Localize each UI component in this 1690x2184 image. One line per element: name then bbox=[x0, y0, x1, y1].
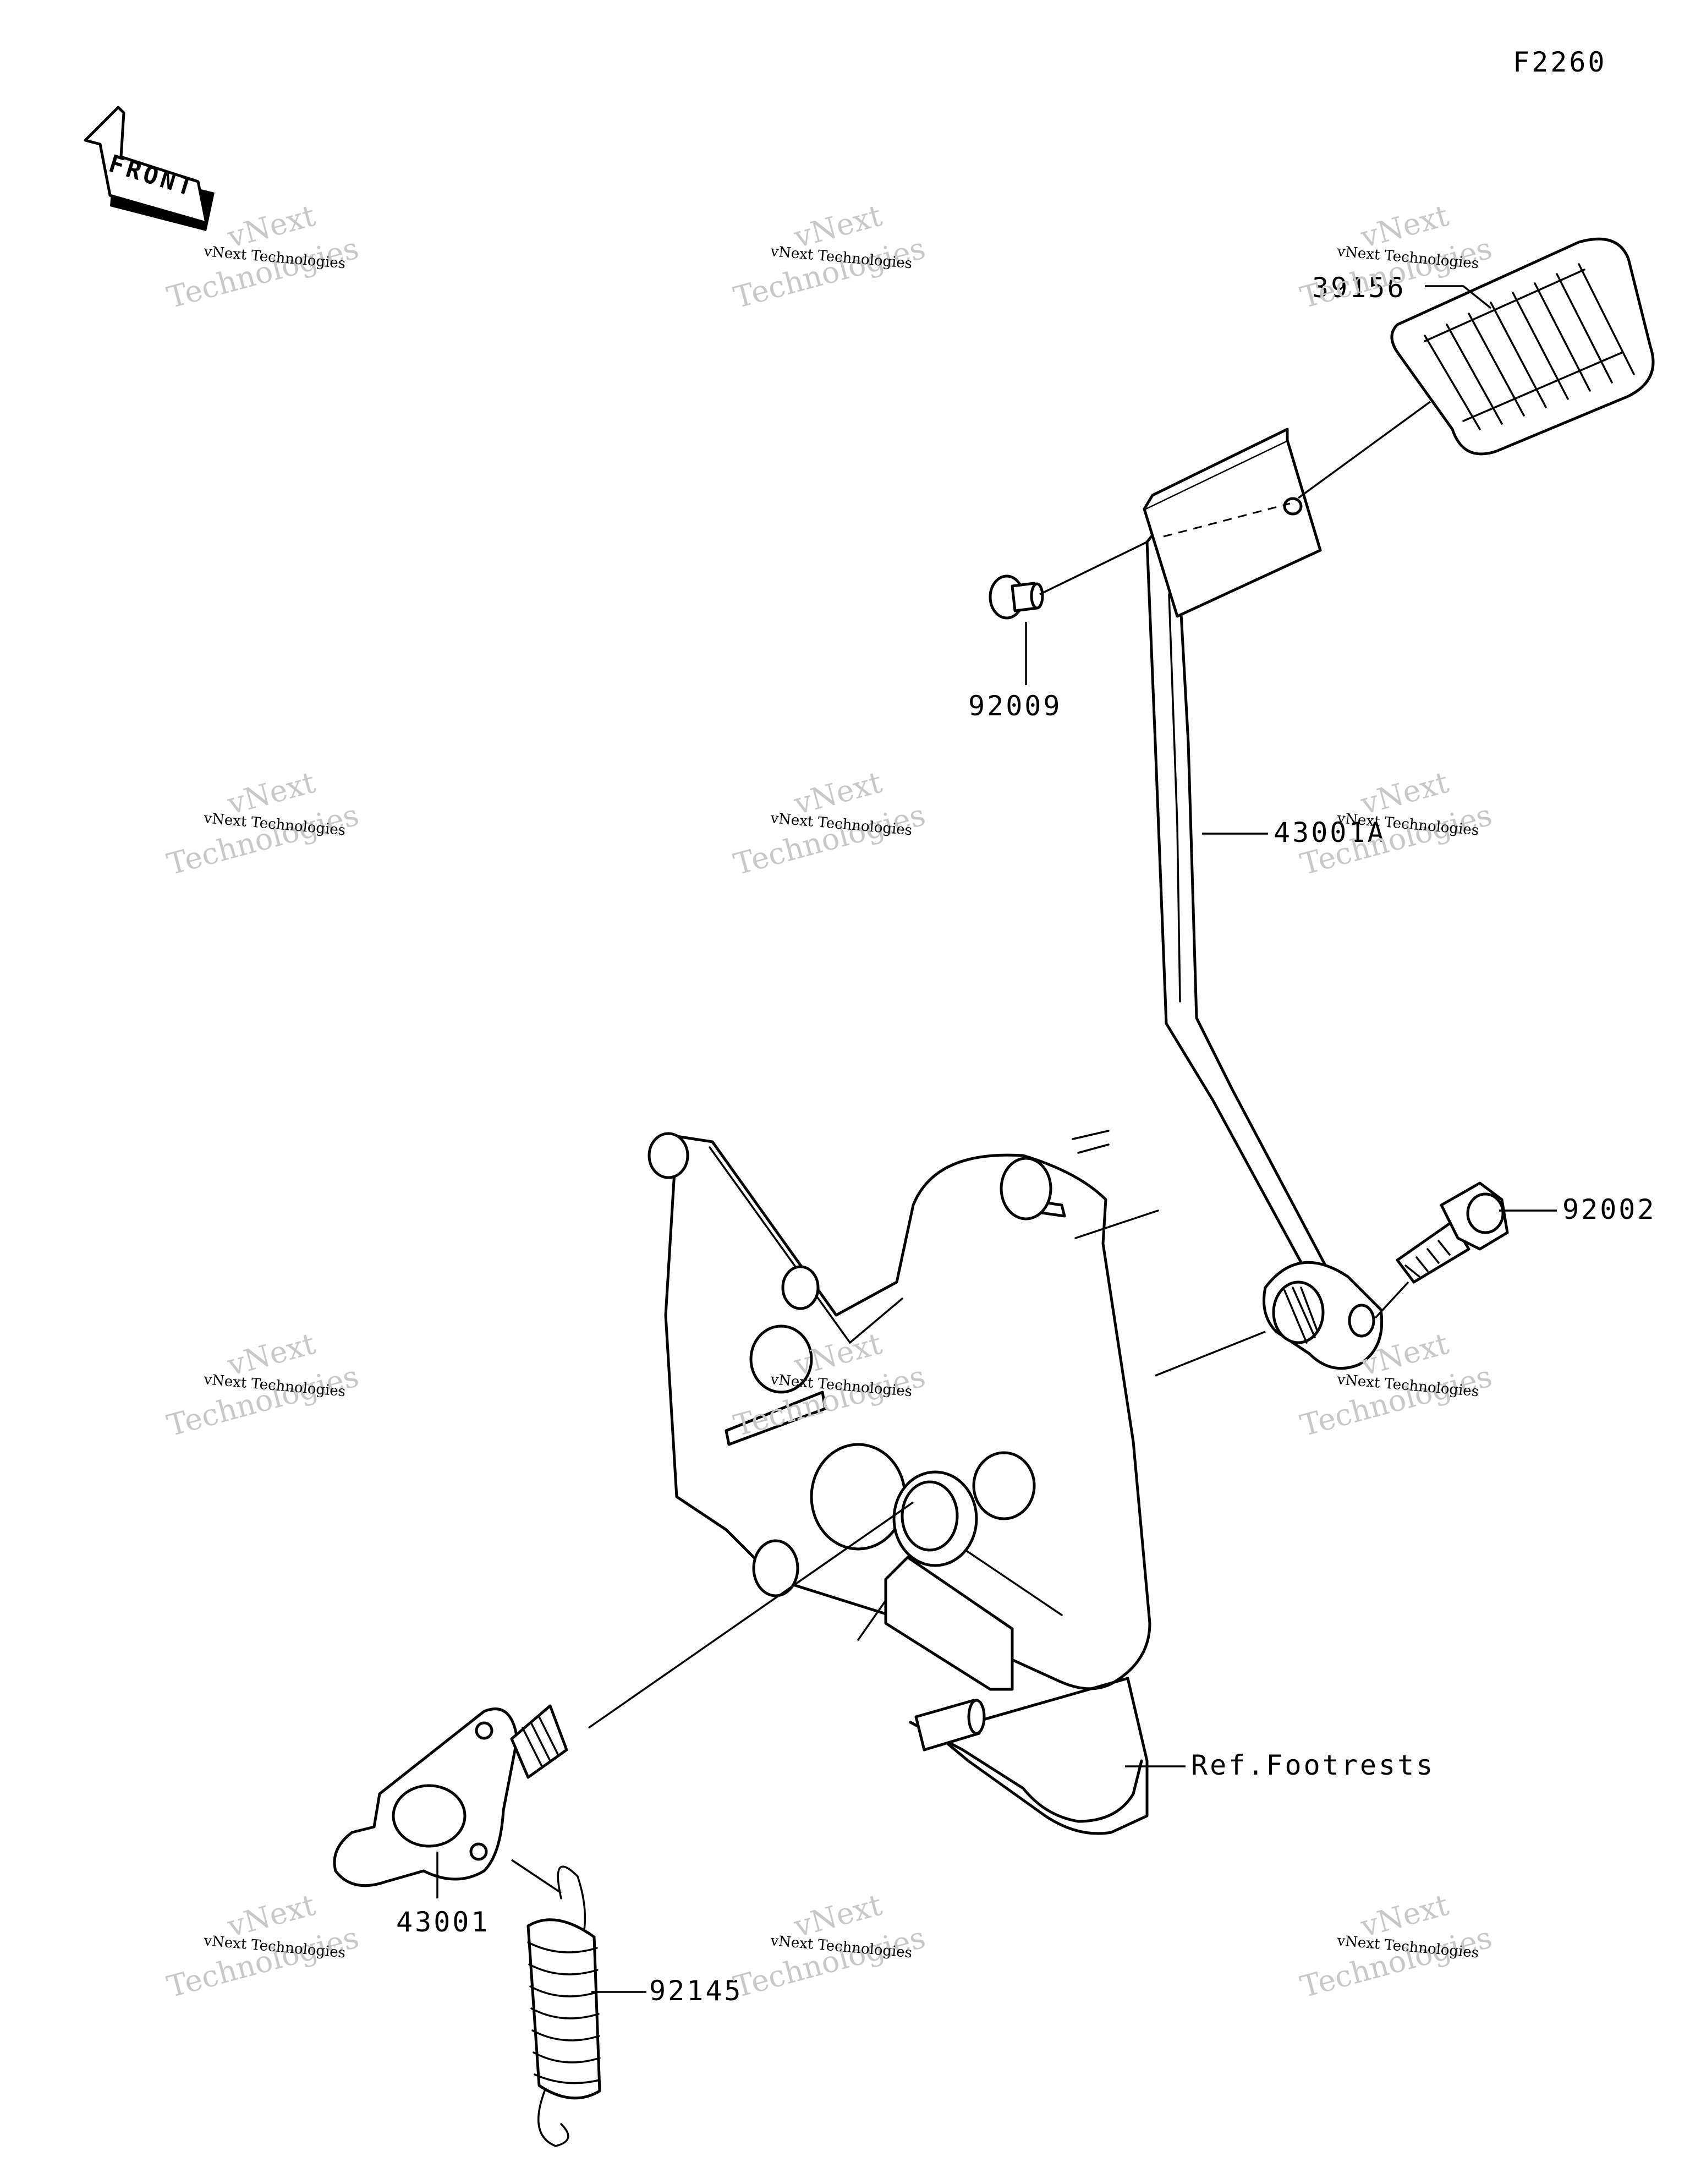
watermark-11: vNext Technologies vNext Technologies bbox=[730, 1887, 929, 2005]
label-43001A: 43001A bbox=[1274, 817, 1386, 849]
watermark-4: vNext Technologies vNext Technologies bbox=[163, 765, 363, 882]
front-arrow-icon: FRONT bbox=[84, 106, 215, 231]
bolt-92009 bbox=[989, 574, 1044, 620]
label-43001: 43001 bbox=[396, 1906, 490, 1938]
label-92009: 92009 bbox=[968, 690, 1062, 722]
assembly-lines bbox=[436, 285, 1557, 1993]
label-39156: 39156 bbox=[1312, 272, 1406, 304]
watermark-12: vNext Technologies vNext Technologies bbox=[1297, 1887, 1496, 2005]
label-92145: 92145 bbox=[649, 1975, 743, 2007]
spring-92145 bbox=[526, 1865, 601, 2147]
pedal-rubber-pad bbox=[1390, 237, 1655, 456]
watermark-10: vNext Technologies vNext Technologies bbox=[163, 1887, 363, 2005]
bolt-92002 bbox=[1396, 1181, 1509, 1284]
brake-pedal-arm bbox=[1145, 527, 1384, 1370]
pedal-pad-mount bbox=[1143, 428, 1322, 618]
label-92002: 92002 bbox=[1562, 1194, 1656, 1225]
footrest-bracket bbox=[648, 1130, 1159, 1835]
shaft-lever-43001 bbox=[333, 1704, 568, 1887]
watermark-2: vNext Technologies vNext Technologies bbox=[730, 198, 929, 315]
watermark-5: vNext Technologies vNext Technologies bbox=[730, 765, 929, 882]
label-ref-footrests: Ref.Footrests bbox=[1191, 1749, 1435, 1781]
watermark-7: vNext Technologies vNext Technologies bbox=[163, 1326, 363, 1443]
diagram-code: F2260 bbox=[1513, 46, 1607, 78]
